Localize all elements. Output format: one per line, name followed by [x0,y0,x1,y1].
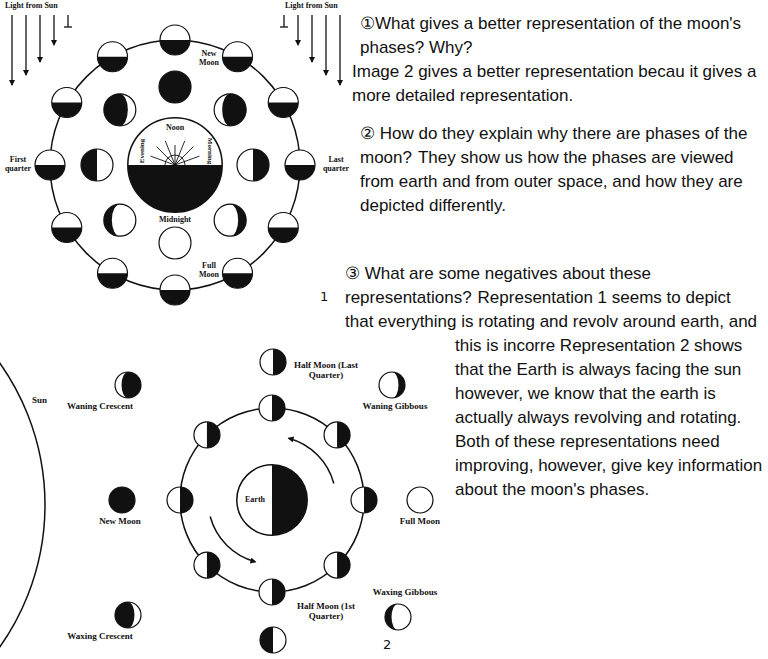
moon-phase [115,372,141,398]
answer-text: Image 2 gives a better representation be… [352,60,763,108]
moon-phase [237,149,269,181]
earth-globe: Earth [236,464,308,536]
phase-label: Full Moon [385,517,455,527]
figure-number: 2 [383,638,391,652]
moon-phase [194,552,220,578]
moon-phase [268,88,298,118]
moon-phase [104,94,136,126]
sun-label: Sun [32,396,47,406]
answer-column: ①What gives a better representation of t… [360,12,763,218]
phase-label: Last quarter [317,156,355,174]
earth-globe: NoonEveningMorningMidnight [127,117,223,213]
phase-label: Waning Crescent [55,402,145,412]
phase-label: Full Moon [193,262,225,280]
moon-phase [407,487,433,513]
phase-label: First quarter [1,156,35,174]
moon-phase [81,149,113,181]
moon-phase [98,258,128,288]
earth-label: Earth [245,496,265,504]
moon-phase [160,25,190,55]
moon-phase [351,487,377,513]
question-block: ③ What are some negatives about these re… [345,262,763,659]
time-of-day-label: Morning [205,138,212,164]
answer-text: They show us how the phases are viewed f… [360,148,743,215]
figure-number: 1 [320,290,328,304]
moon-phase [379,372,405,398]
moon-phase [194,422,220,448]
moon-phase [115,602,141,628]
answer-text: Representation 1 seems to depict that ev… [345,288,762,499]
phase-label: Waxing Gibbous [365,588,445,598]
question-text: ①What gives a better representation of t… [360,14,741,57]
moon-phase [52,213,82,243]
orbit-ring [180,408,364,592]
moon-phase [109,487,135,513]
moon-phase [324,552,350,578]
sun-arc [0,260,45,659]
phase-label: New Moon [194,50,224,68]
sunlight-label: Light from Sun [5,2,58,11]
moon-phase [385,604,411,630]
orbit-ring [50,40,300,290]
phase-label: Half Moon (1st Quarter) [290,602,362,622]
moon-phase [104,204,136,236]
moon-phase [167,487,193,513]
phase-label: Waxing Crescent [55,632,145,642]
time-of-day-label: Midnight [159,216,191,224]
moon-phase [223,258,253,288]
moon-phase [160,275,190,305]
question-block: ② How do they explain why there are phas… [360,122,763,218]
time-of-day-label: Evening [138,139,145,164]
moon-phase [159,71,191,103]
moon-phase [214,204,246,236]
moon-phase [98,42,128,72]
moon-phase [285,150,315,180]
sunlight-label: Light from Sun [285,2,338,11]
moon-phase [268,213,298,243]
moon-phase [52,88,82,118]
phase-label: New Moon [85,517,155,527]
moon-phase [35,150,65,180]
moon-phase [260,349,286,375]
moon-phase [260,627,286,653]
moon-phase [223,42,253,72]
moon-phase [159,227,191,259]
question-block: ①What gives a better representation of t… [360,12,763,108]
moon-phase [259,395,285,421]
phase-label: Waning Gibbous [355,402,435,412]
phase-label: Half Moon (Last Quarter) [290,361,362,381]
moon-phase [324,422,350,448]
moon-phase [214,94,246,126]
moon-phase [259,579,285,605]
time-of-day-label: Noon [166,124,184,132]
